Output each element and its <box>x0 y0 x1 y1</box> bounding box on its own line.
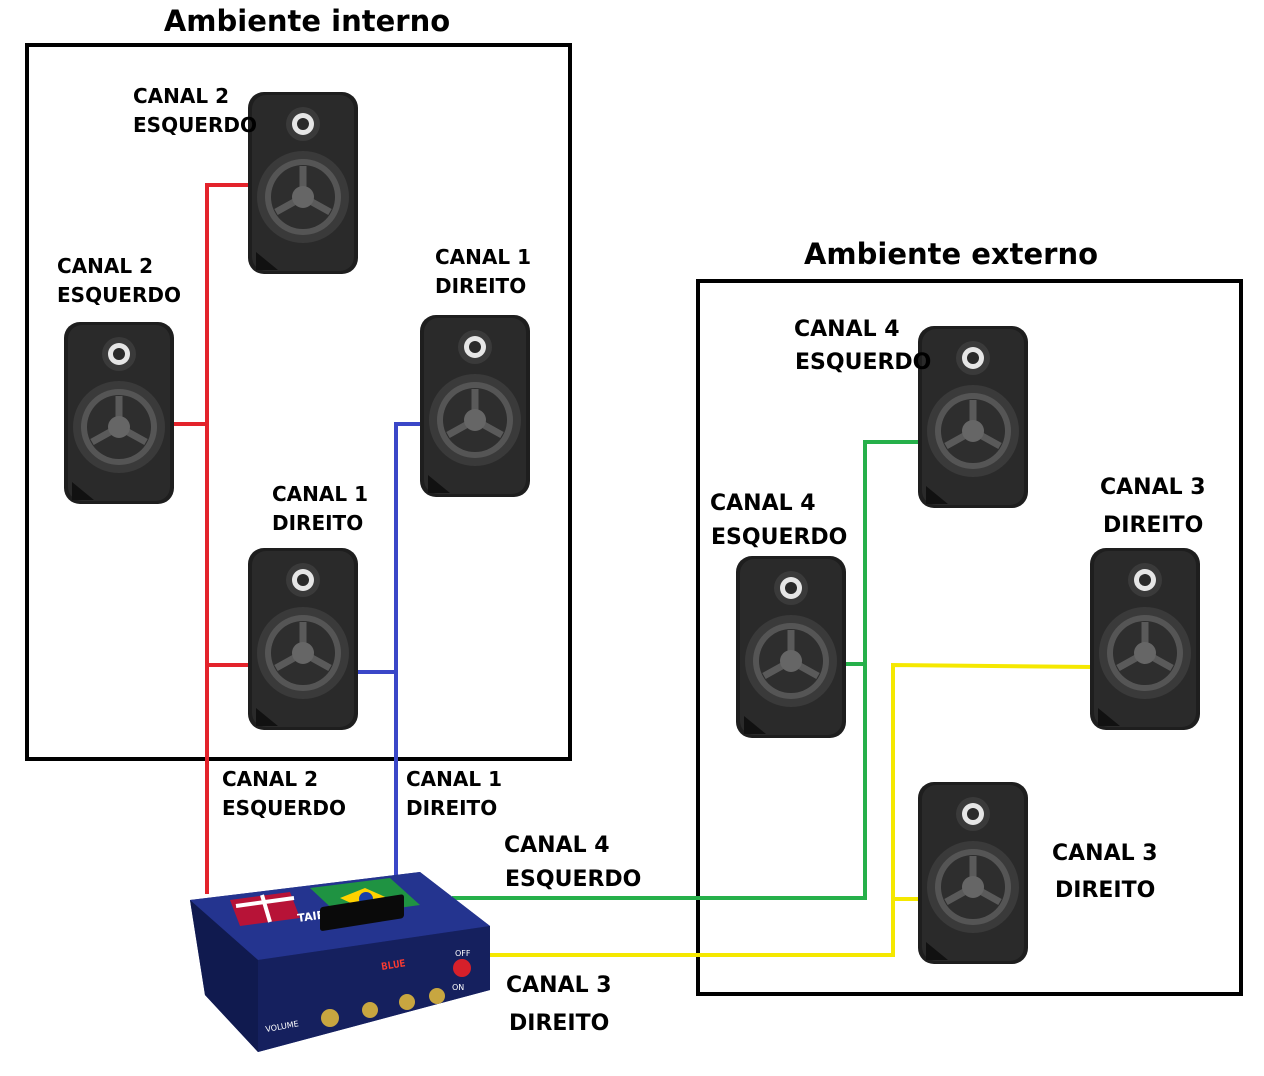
knob-3[interactable] <box>429 988 445 1004</box>
wire-label-canal1-line2: DIREITO <box>406 796 497 820</box>
label-ext-bottom-line1: CANAL 3 <box>1052 841 1158 866</box>
label-ext-bottom-line2: DIREITO <box>1055 878 1155 903</box>
volume-knob[interactable] <box>321 1009 339 1027</box>
label-int-right-line1: CANAL 1 <box>435 245 531 269</box>
label-int-left-line1: CANAL 2 <box>57 254 153 278</box>
label-int-top-line1: CANAL 2 <box>133 84 229 108</box>
label-ext-left-line1: CANAL 4 <box>710 491 816 516</box>
speaker-ext-right <box>1090 548 1200 730</box>
label-ext-right-line1: CANAL 3 <box>1100 475 1206 500</box>
speaker-int-bottom <box>248 548 358 730</box>
speaker-int-left <box>64 322 174 504</box>
label-ext-top-line2: ESQUERDO <box>795 350 931 375</box>
amplifier: TAIRIT BLUE OFF ON VOLUME <box>190 872 490 1052</box>
label-int-top-line2: ESQUERDO <box>133 113 257 137</box>
canal2-wire <box>205 183 250 894</box>
speaker-ext-top <box>918 326 1028 508</box>
external-room-box <box>696 279 1243 996</box>
speaker-int-right <box>420 315 530 497</box>
internal-room-title: Ambiente interno <box>164 4 450 38</box>
internal-room-box <box>25 43 572 761</box>
label-int-bottom-line1: CANAL 1 <box>272 482 368 506</box>
canal3-wire <box>486 662 1094 957</box>
canal1-wire <box>357 422 422 878</box>
switch-on-label: ON <box>452 983 464 992</box>
wire-label-canal3-line2: DIREITO <box>509 1011 609 1036</box>
label-int-bottom-line2: DIREITO <box>272 511 363 535</box>
speaker-ext-bottom <box>918 782 1028 964</box>
label-int-left-line2: ESQUERDO <box>57 283 181 307</box>
power-switch[interactable] <box>453 959 471 977</box>
label-ext-top-line1: CANAL 4 <box>794 317 900 342</box>
canal2-branch-wire <box>172 422 250 667</box>
wire-label-canal4-line1: CANAL 4 <box>504 833 610 858</box>
amplifier-display: BLUE <box>381 958 407 973</box>
wire-label-canal1-line1: CANAL 1 <box>406 767 502 791</box>
external-room-title: Ambiente externo <box>804 237 1098 271</box>
speaker-int-top <box>248 92 358 274</box>
knob-2[interactable] <box>399 994 415 1010</box>
switch-off-label: OFF <box>455 949 471 958</box>
speaker-ext-left <box>736 556 846 738</box>
canal4-wire <box>452 440 920 900</box>
wire-label-canal3-line1: CANAL 3 <box>506 973 612 998</box>
amplifier-display-panel <box>320 894 404 931</box>
label-ext-left-line2: ESQUERDO <box>711 525 847 550</box>
label-ext-right-line2: DIREITO <box>1103 513 1203 538</box>
wire-label-canal2-line2: ESQUERDO <box>222 796 346 820</box>
wire-label-canal4-line2: ESQUERDO <box>505 867 641 892</box>
knob-1[interactable] <box>362 1002 378 1018</box>
wire-label-canal2-line1: CANAL 2 <box>222 767 318 791</box>
label-int-right-line2: DIREITO <box>435 274 526 298</box>
